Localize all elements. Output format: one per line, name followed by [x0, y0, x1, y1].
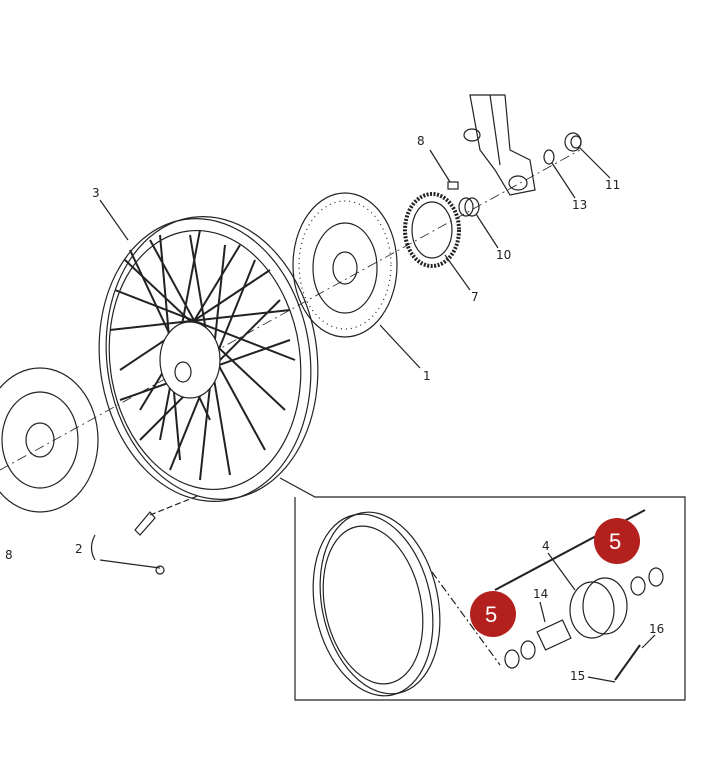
spacer-10: [458, 197, 499, 249]
detail-inset: [279, 477, 686, 701]
brake-disc-left: [0, 367, 99, 513]
bolt-8-top: [429, 149, 459, 190]
ring-13: [543, 149, 576, 199]
label-15: 15: [570, 669, 585, 683]
label-3: 3: [92, 186, 100, 200]
cap-11: [564, 132, 611, 179]
label-8-top: 8: [417, 134, 425, 148]
label-10: 10: [496, 248, 511, 262]
label-2: 2: [75, 542, 83, 556]
label-13: 13: [572, 198, 587, 212]
brake-disc-1: [292, 192, 421, 369]
label-1: 1: [423, 369, 431, 383]
label-14: 14: [533, 587, 548, 601]
label-4: 4: [542, 539, 550, 553]
fork-leg: [463, 94, 536, 196]
label-7: 7: [471, 290, 479, 304]
label-8-left: 8: [5, 548, 13, 562]
svg-text:5: 5: [485, 602, 497, 627]
svg-text:5: 5: [609, 529, 621, 554]
label-16: 16: [649, 622, 664, 636]
wheel-3: [98, 199, 319, 502]
tone-ring-7: [403, 192, 471, 291]
highlight-badge-5-upper: 5: [594, 518, 640, 564]
label-11: 11: [605, 178, 620, 192]
highlight-badge-5-lower: 5: [470, 591, 516, 637]
valve-2: [90, 494, 201, 575]
